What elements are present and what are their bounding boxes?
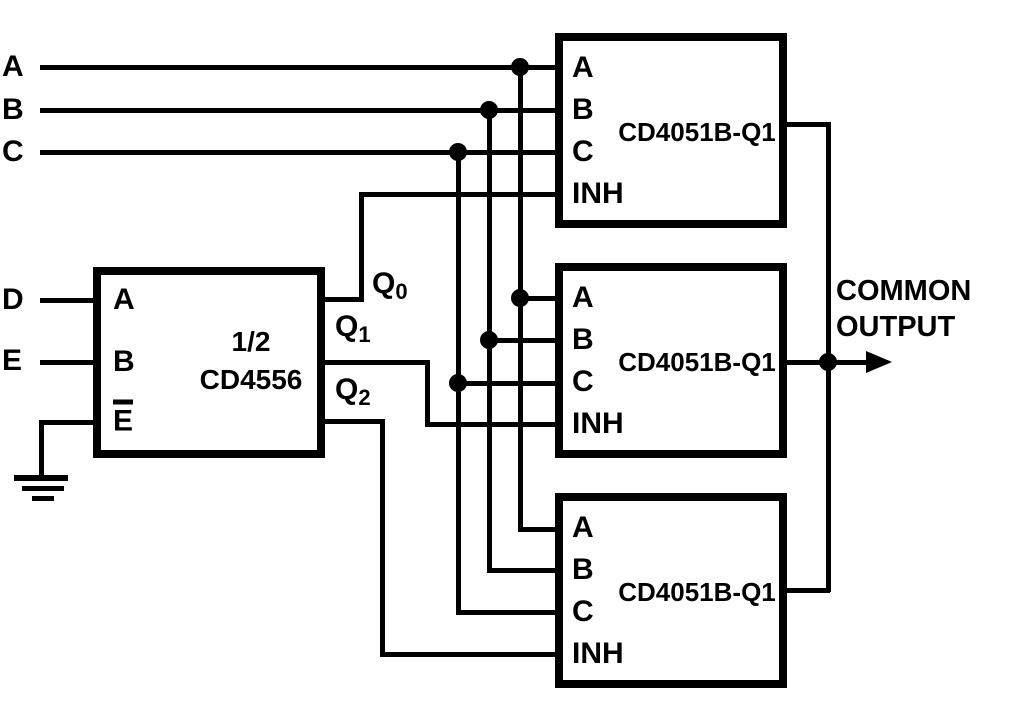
decoder-pin-e-overbar: E [113,399,134,437]
junction-dot-b-mid [480,331,498,349]
input-label-b: B [2,93,24,126]
wire-q2-to-inh-bottom [380,652,558,657]
mux-block-middle: A B C INH CD4051B-Q1 [555,263,787,458]
q1-label: Q1 [335,310,371,347]
mux-top-pin-a: A [572,51,594,84]
wire-q2-drop [380,419,385,656]
q2-label: Q2 [335,373,371,410]
input-label-d: D [2,283,24,316]
decoder-fraction: 1/2 [231,326,271,357]
mux-block-bottom: A B C INH CD4051B-Q1 [555,493,787,688]
decoder-part-number: CD4556 [199,364,303,395]
wire-q0-exit [320,297,364,302]
wire-tap-mid-a [518,296,558,301]
wire-tap-mid-c [456,381,558,386]
decoder-pin-b: B [113,345,135,378]
junction-dot-b-top [480,101,498,119]
wire-tap-bottom-a [518,527,558,532]
mux-bottom-pin-c: C [572,595,594,628]
ground-stem [39,420,44,480]
wire-q0-riser [359,192,364,302]
q0-label: Q0 [372,267,408,304]
decoder-name: 1/2 CD4556 [200,323,303,399]
output-arrowhead-icon [866,351,892,373]
wire-tap-bottom-b [487,568,558,573]
common-output-label: COMMON OUTPUT [836,273,971,345]
junction-dot-c-mid [449,374,467,392]
wire-output-mid [784,360,830,365]
mux-middle-part-number: CD4051B-Q1 [618,347,776,377]
ground-bar-3 [32,496,54,501]
junction-dot-c-top [449,143,467,161]
mux-top-pin-inh: INH [572,177,624,210]
wire-input-a [40,65,558,70]
wire-q1-exit [320,360,430,365]
junction-dot-a-mid [511,289,529,307]
wire-input-b [40,108,558,113]
wire-q2-exit [320,419,384,424]
mux-bottom-pin-b: B [572,553,594,586]
junction-dot-common-output [819,353,837,371]
wire-enable-to-ground [39,420,96,425]
input-label-c: C [2,135,24,168]
ground-bar-2 [22,486,64,491]
mux-bottom-pin-a: A [572,511,594,544]
input-label-e: E [2,344,23,377]
junction-dot-a-top [511,58,529,76]
mux-bottom-pin-inh: INH [572,637,624,670]
common-output-line1: COMMON [836,275,972,307]
mux-middle-pin-c: C [572,365,594,398]
wire-output-bottom [784,588,830,593]
mux-middle-pin-a: A [572,281,594,314]
wire-input-d [40,298,96,303]
mux-middle-pin-inh: INH [572,407,624,440]
decoder-pin-a: A [113,283,135,316]
mux-top-part-number: CD4051B-Q1 [618,117,776,147]
input-label-a: A [2,50,24,83]
mux-middle-pin-b: B [572,323,594,356]
mux-top-pin-b: B [572,93,594,126]
mux-block-top: A B C INH CD4051B-Q1 [555,33,787,228]
wire-input-e [40,360,96,365]
wire-q1-drop [425,360,430,427]
common-output-line2: OUTPUT [836,311,956,343]
decoder-block: A B E 1/2 CD4556 [93,267,325,458]
wire-tap-bottom-c [456,610,558,615]
wire-input-c [40,150,558,155]
ground-bar-1 [14,475,68,481]
mux-top-pin-c: C [572,135,594,168]
mux-bottom-part-number: CD4051B-Q1 [618,577,776,607]
wire-output-arrow-shaft [826,360,870,365]
wire-output-top [784,122,830,127]
enable-overbar-text: E [113,399,134,437]
